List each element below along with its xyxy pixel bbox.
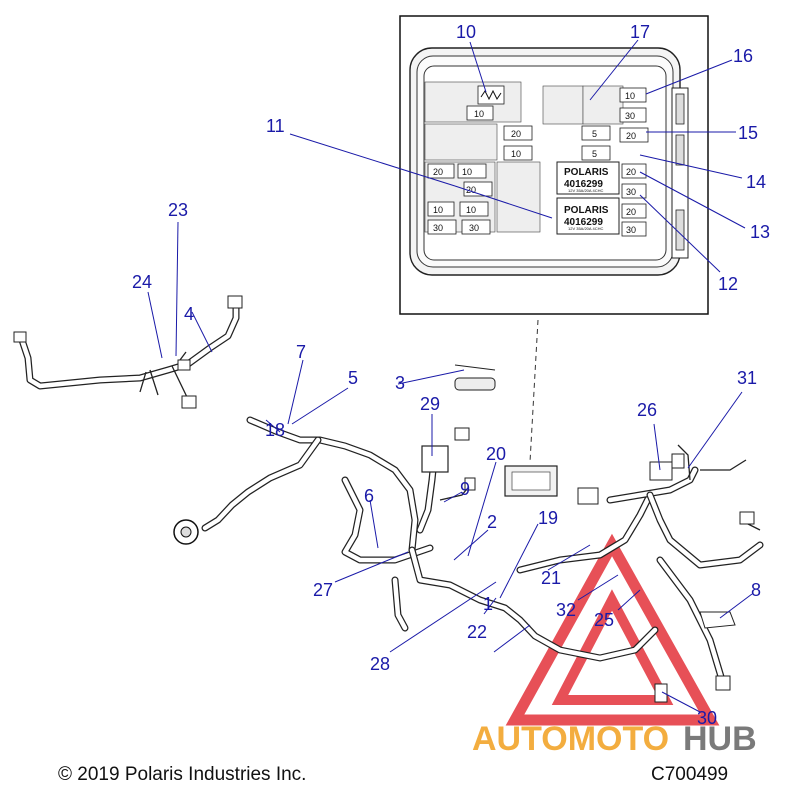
callout-22: 22 <box>467 622 487 642</box>
callout-27: 27 <box>313 580 333 600</box>
callout-6: 6 <box>364 486 374 506</box>
callout-13: 13 <box>750 222 770 242</box>
callout-8: 8 <box>751 580 761 600</box>
callout-25: 25 <box>594 610 614 630</box>
fuse-label: 30 <box>433 223 443 233</box>
callout-29: 29 <box>420 394 440 414</box>
fuse-label: 5 <box>592 129 597 139</box>
copyright-notice: © 2019 Polaris Industries Inc. <box>58 764 307 785</box>
fuse-label: 5 <box>592 149 597 159</box>
callout-30: 30 <box>697 708 717 728</box>
fuse-label: 10 <box>462 167 472 177</box>
fuse-label: 30 <box>625 111 635 121</box>
sub-harness-upper <box>13 295 243 409</box>
callout-21: 21 <box>541 568 561 588</box>
callout-10: 10 <box>456 22 476 42</box>
callout-31: 31 <box>737 368 757 388</box>
drawing-id: C700499 <box>651 764 729 785</box>
leader-lines <box>147 39 753 713</box>
callout-18: 18 <box>265 420 285 440</box>
watermark-secondary: HUB <box>683 720 757 758</box>
callout-20: 20 <box>486 444 506 464</box>
fuse-label: 10 <box>511 149 521 159</box>
callout-3: 3 <box>395 373 405 393</box>
fuse-label: 20 <box>626 167 636 177</box>
callouts: 1 2 3 4 5 6 7 8 9 10 11 12 13 14 15 16 1… <box>132 22 770 728</box>
fuse-label: 10 <box>466 205 476 215</box>
callout-14: 14 <box>746 172 766 192</box>
callout-15: 15 <box>738 123 758 143</box>
relay-brand-lower: POLARIS <box>564 205 609 216</box>
fuse-label: 30 <box>469 223 479 233</box>
fuse-symbol-icon <box>480 89 502 101</box>
callout-24: 24 <box>132 272 152 292</box>
relay-spec-lower: 12V 35A/20A 4CHC <box>568 226 603 231</box>
relay-part-lower: 4016299 <box>564 217 603 228</box>
callout-19: 19 <box>538 508 558 528</box>
callout-16: 16 <box>733 46 753 66</box>
inset-link-line <box>529 319 539 463</box>
fuse-label: 20 <box>626 131 636 141</box>
fuse-box-inset: POLARIS 4016299 12V 35A/20A 4CHC POLARIS… <box>399 15 709 315</box>
callout-9: 9 <box>460 479 470 499</box>
fuse-label: 30 <box>626 187 636 197</box>
fuse-labels: 10 10 20 10 5 20 20 30 10 30 10 5 30 20 … <box>433 91 636 235</box>
callout-32: 32 <box>556 600 576 620</box>
fuse-label: 30 <box>626 225 636 235</box>
callout-11: 11 <box>266 116 285 136</box>
callout-4: 4 <box>184 304 194 324</box>
callout-7: 7 <box>296 342 306 362</box>
fuse-label: 20 <box>626 207 636 217</box>
watermark-primary: AUTOMOTO <box>472 720 669 758</box>
fuse-label: 20 <box>466 185 476 195</box>
callout-28: 28 <box>370 654 390 674</box>
callout-12: 12 <box>718 274 738 294</box>
watermark-text: AUTOMOTO HUB <box>472 720 757 758</box>
relay-part-upper: 4016299 <box>564 179 603 190</box>
fuse-label: 20 <box>511 129 521 139</box>
fuse-label: 20 <box>433 167 443 177</box>
fuse-label: 10 <box>625 91 635 101</box>
callout-17: 17 <box>630 22 650 42</box>
callout-1: 1 <box>483 594 493 614</box>
callout-5: 5 <box>348 368 358 388</box>
main-harness <box>173 364 764 703</box>
callout-26: 26 <box>637 400 657 420</box>
callout-23: 23 <box>168 200 188 220</box>
fuse-label: 10 <box>474 109 484 119</box>
fuse-label: 10 <box>433 205 443 215</box>
relay-brand-upper: POLARIS <box>564 167 609 178</box>
relay-spec-upper: 12V 35A/20A 4CHC <box>568 188 603 193</box>
callout-2: 2 <box>487 512 497 532</box>
